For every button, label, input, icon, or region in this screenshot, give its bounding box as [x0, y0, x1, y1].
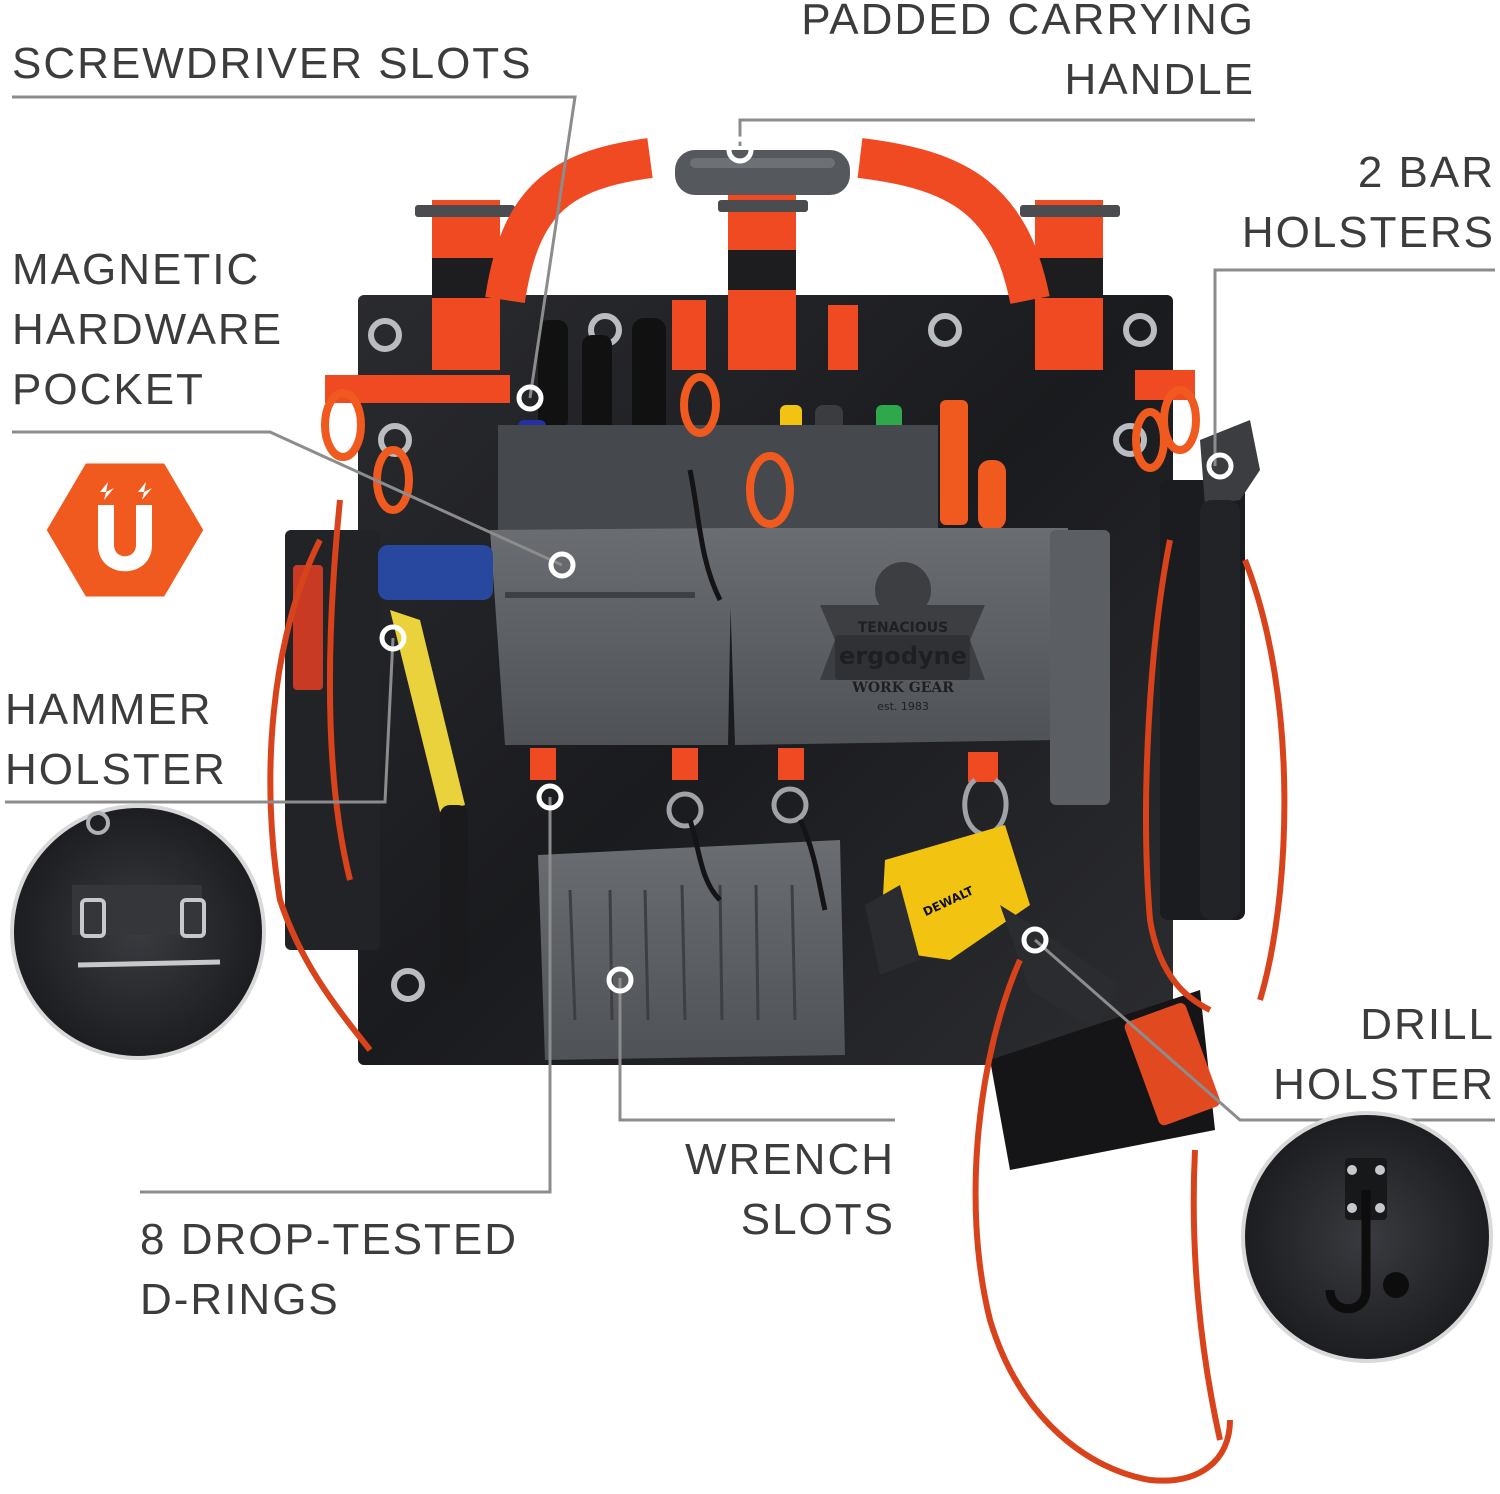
- grommets: [368, 313, 1157, 1002]
- handle-strap-left: [485, 138, 653, 304]
- label-drill-holster: DRILL HOLSTER: [1273, 995, 1495, 1115]
- label-line: D-RINGS: [140, 1275, 340, 1324]
- label-line: SCREWDRIVER SLOTS: [12, 39, 533, 88]
- brand-badge: [820, 562, 985, 680]
- handle-strap-right: [857, 138, 1050, 305]
- d-ring-tabs: [530, 748, 998, 782]
- label-line: POCKET: [12, 365, 205, 414]
- brand-name: ergodyne: [839, 642, 967, 670]
- label-line: 2 BAR: [1357, 148, 1495, 197]
- label-line: WRENCH: [685, 1135, 895, 1184]
- padded-handle: [675, 150, 850, 195]
- label-line: DRILL: [1360, 1000, 1495, 1049]
- drill-holster-detail: [1241, 1111, 1493, 1363]
- label-line: HANDLE: [1064, 55, 1255, 104]
- label-line: HARDWARE: [12, 305, 284, 354]
- hammer-holster-detail: [10, 804, 266, 1060]
- label-line: MAGNETIC: [12, 245, 261, 294]
- brand-subline: WORK GEAR: [851, 680, 954, 696]
- coil-lanyards: [687, 469, 828, 911]
- leader-markers: [379, 136, 1234, 994]
- label-screwdriver-slots: SCREWDRIVER SLOTS: [12, 34, 533, 94]
- label-line: HAMMER: [5, 685, 213, 734]
- label-hammer-holster: HAMMER HOLSTER: [5, 680, 227, 800]
- magnet-icon: [43, 460, 207, 600]
- carabiners: [321, 373, 1200, 528]
- brand-established: est. 1983: [877, 700, 929, 713]
- label-line: PADDED CARRYING: [801, 0, 1255, 44]
- bar-tool: [1200, 420, 1260, 920]
- label-line: HOLSTER: [5, 745, 227, 794]
- hammer: [293, 545, 493, 985]
- label-wrench-slots: WRENCH SLOTS: [685, 1130, 895, 1250]
- label-line: HOLSTERS: [1241, 208, 1495, 257]
- label-magnetic-pocket: MAGNETIC HARDWARE POCKET: [12, 240, 283, 420]
- brand-tagline: TENACIOUS: [858, 620, 949, 636]
- wrench-pocket: [538, 840, 845, 1060]
- label-line: SLOTS: [740, 1195, 895, 1244]
- lanyards: [267, 499, 1288, 1484]
- impact-drill: [865, 825, 1221, 1170]
- label-line: HOLSTER: [1273, 1060, 1495, 1109]
- label-padded-handle: PADDED CARRYING HANDLE: [801, 0, 1255, 110]
- strap-clips: [415, 200, 1120, 217]
- label-d-rings: 8 DROP-TESTED D-RINGS: [140, 1210, 518, 1330]
- label-line: 8 DROP-TESTED: [140, 1215, 519, 1264]
- label-bar-holsters: 2 BAR HOLSTERS: [1242, 143, 1495, 263]
